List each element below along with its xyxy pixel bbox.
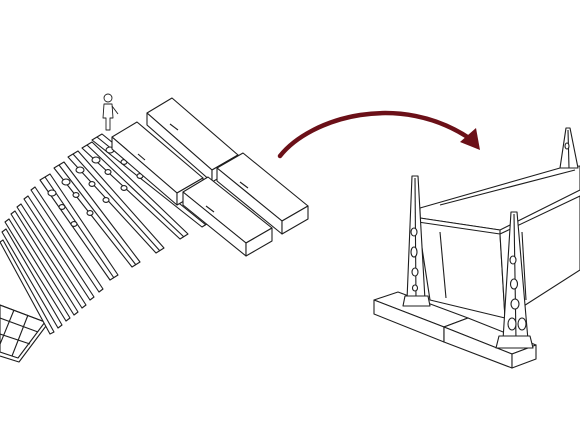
vertical-posts [402, 127, 579, 349]
truss-4 [81, 141, 189, 240]
truss-3 [67, 150, 165, 254]
truss-1 [39, 173, 119, 281]
post-left [402, 175, 431, 307]
post-front [495, 211, 534, 349]
beam-stack [0, 186, 104, 335]
disassembled-parts-group [0, 93, 309, 363]
curved-arrow-right-icon [277, 110, 480, 159]
post-back [559, 127, 579, 169]
block-3 [216, 152, 309, 235]
foundation-blocks [111, 97, 309, 257]
human-scale-figure [102, 93, 119, 131]
truss-2 [53, 161, 141, 268]
block-4 [182, 176, 273, 257]
assembled-structure [373, 127, 580, 369]
